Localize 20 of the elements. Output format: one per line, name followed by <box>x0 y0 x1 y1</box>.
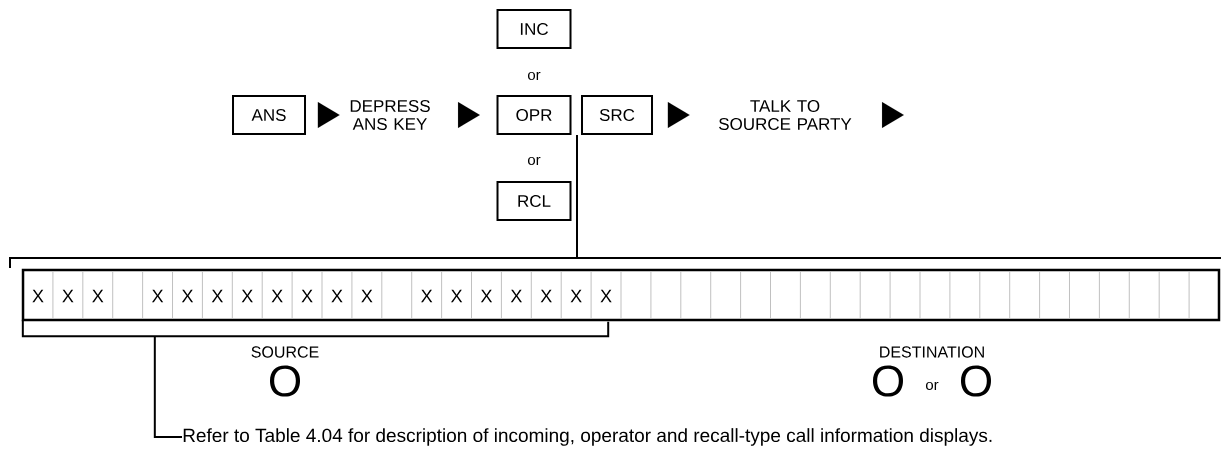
key-box: INC <box>496 9 572 49</box>
indicator-letter: O <box>960 365 991 397</box>
step-text: TALK TO SOURCE PARTY <box>719 100 852 130</box>
or-label: or <box>527 156 541 166</box>
key-box: RCL <box>496 181 572 221</box>
or-label: or <box>925 381 939 391</box>
arrow <box>667 102 690 128</box>
bracket <box>21 318 610 338</box>
or-label: or <box>527 71 541 81</box>
key-box: ANS <box>232 95 306 135</box>
arrow <box>458 102 480 128</box>
section-label: DESTINATION <box>880 346 984 358</box>
note-text: Refer to Table 4.04 for description of incoming, operator and recall-type call information displays. <box>183 428 992 446</box>
leader-line <box>153 335 183 438</box>
indicator-letter: O <box>873 365 903 397</box>
arrow <box>882 102 904 128</box>
key-box: SRC <box>581 95 653 135</box>
key-box: OPR <box>496 95 572 135</box>
step-text: DEPRESS ANS KEY <box>350 100 430 130</box>
arrow <box>317 102 340 128</box>
